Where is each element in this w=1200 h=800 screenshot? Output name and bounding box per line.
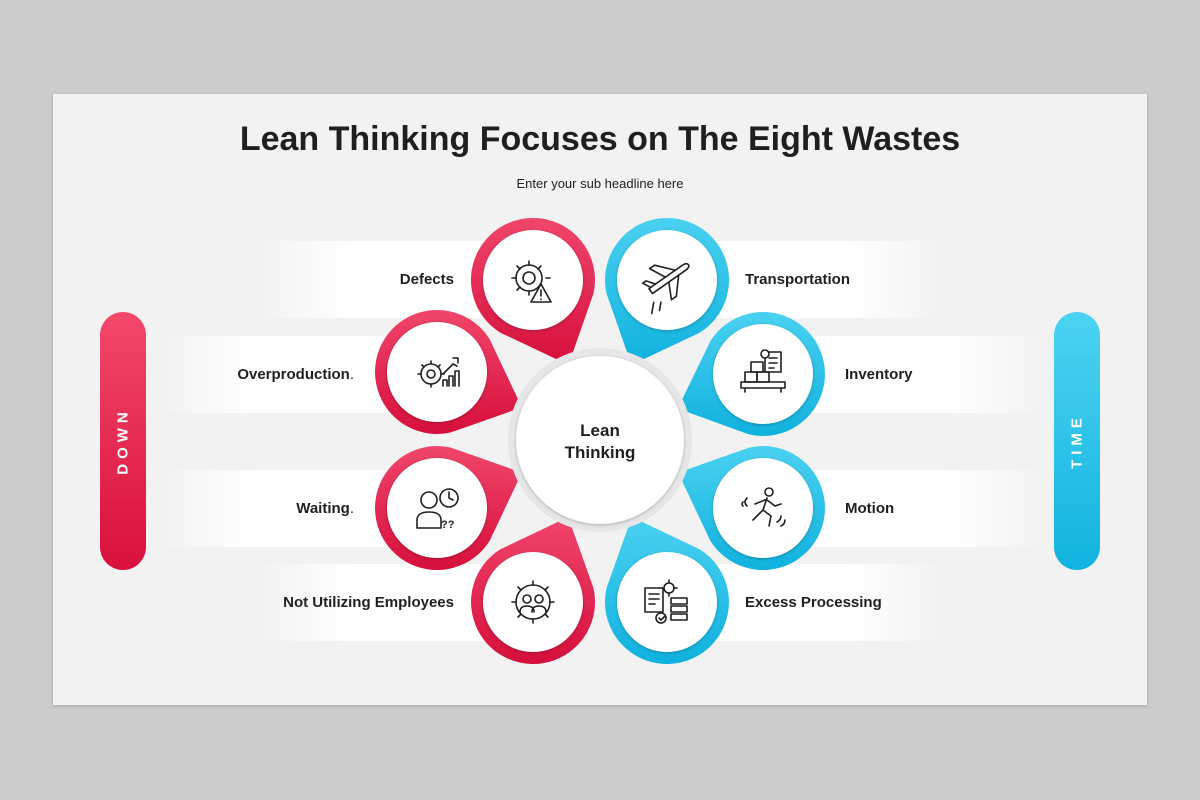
petal-waiting-disc [387, 458, 487, 558]
page-title: Lean Thinking Focuses on The Eight Waste… [239, 120, 961, 158]
petal-not-utilizing-employees-disc [483, 552, 583, 652]
label-overproduction-suffix: . [349, 366, 354, 383]
down-bar: DOWN [100, 312, 146, 570]
time-bar: TIME [1054, 312, 1100, 570]
team-gear-icon [511, 580, 555, 624]
label-transportation-text: Transportation [745, 271, 851, 288]
label-overproduction-text: Overproduction [237, 366, 350, 383]
label-inventory-text: Inventory [845, 366, 913, 383]
running-person-icon [741, 487, 786, 527]
label-inventory: Inventory [845, 365, 913, 385]
label-transportation: Transportation [745, 270, 850, 290]
label-defects-text: Defects [399, 271, 454, 288]
petal-inventory-disc [713, 324, 813, 424]
label-waiting-text: Waiting [296, 500, 350, 517]
gear-warning-icon [511, 260, 552, 303]
label-excess-processing-text: Excess Processing [745, 594, 882, 611]
label-overproduction: Overproduction. [237, 365, 354, 385]
person-clock-icon: ?? [416, 488, 459, 531]
label-waiting-suffix: . [349, 500, 354, 517]
label-not-utilizing-employees-text: Not Utilizing Employees [283, 594, 454, 611]
center-label-line2: Thinking [564, 443, 636, 462]
label-excess-processing: Excess Processing [745, 593, 882, 613]
boxes-clipboard-icon [740, 349, 786, 393]
petal-defects-disc [483, 230, 583, 330]
label-band-waiting [155, 470, 415, 547]
airplane-icon [641, 262, 690, 315]
center-label: Lean Thinking [530, 420, 670, 464]
page-subtitle: Enter your sub headline here [516, 176, 684, 191]
label-band-inventory [785, 336, 1047, 413]
label-band-excess [696, 564, 946, 641]
center-label-line1: Lean [580, 421, 620, 440]
petal-excess-processing-disc [617, 552, 717, 652]
svg-text:??: ?? [441, 519, 455, 531]
label-defects: Defects [400, 270, 454, 290]
label-motion: Motion [845, 499, 894, 519]
label-waiting: Waiting. [296, 499, 354, 519]
center-disc [516, 356, 684, 524]
gear-chart-icon [417, 357, 460, 388]
petal-overproduction-disc [387, 322, 487, 422]
document-gear-icon [644, 579, 688, 624]
petal-transportation-disc [617, 230, 717, 330]
label-not-utilizing-employees: Not Utilizing Employees [283, 593, 454, 613]
label-band-defects [254, 241, 504, 318]
label-band-not-utilizing [254, 564, 504, 641]
label-band-motion [785, 470, 1047, 547]
label-motion-text: Motion [845, 500, 895, 517]
label-band-overproduction [155, 336, 415, 413]
label-band-transportation [696, 241, 946, 318]
